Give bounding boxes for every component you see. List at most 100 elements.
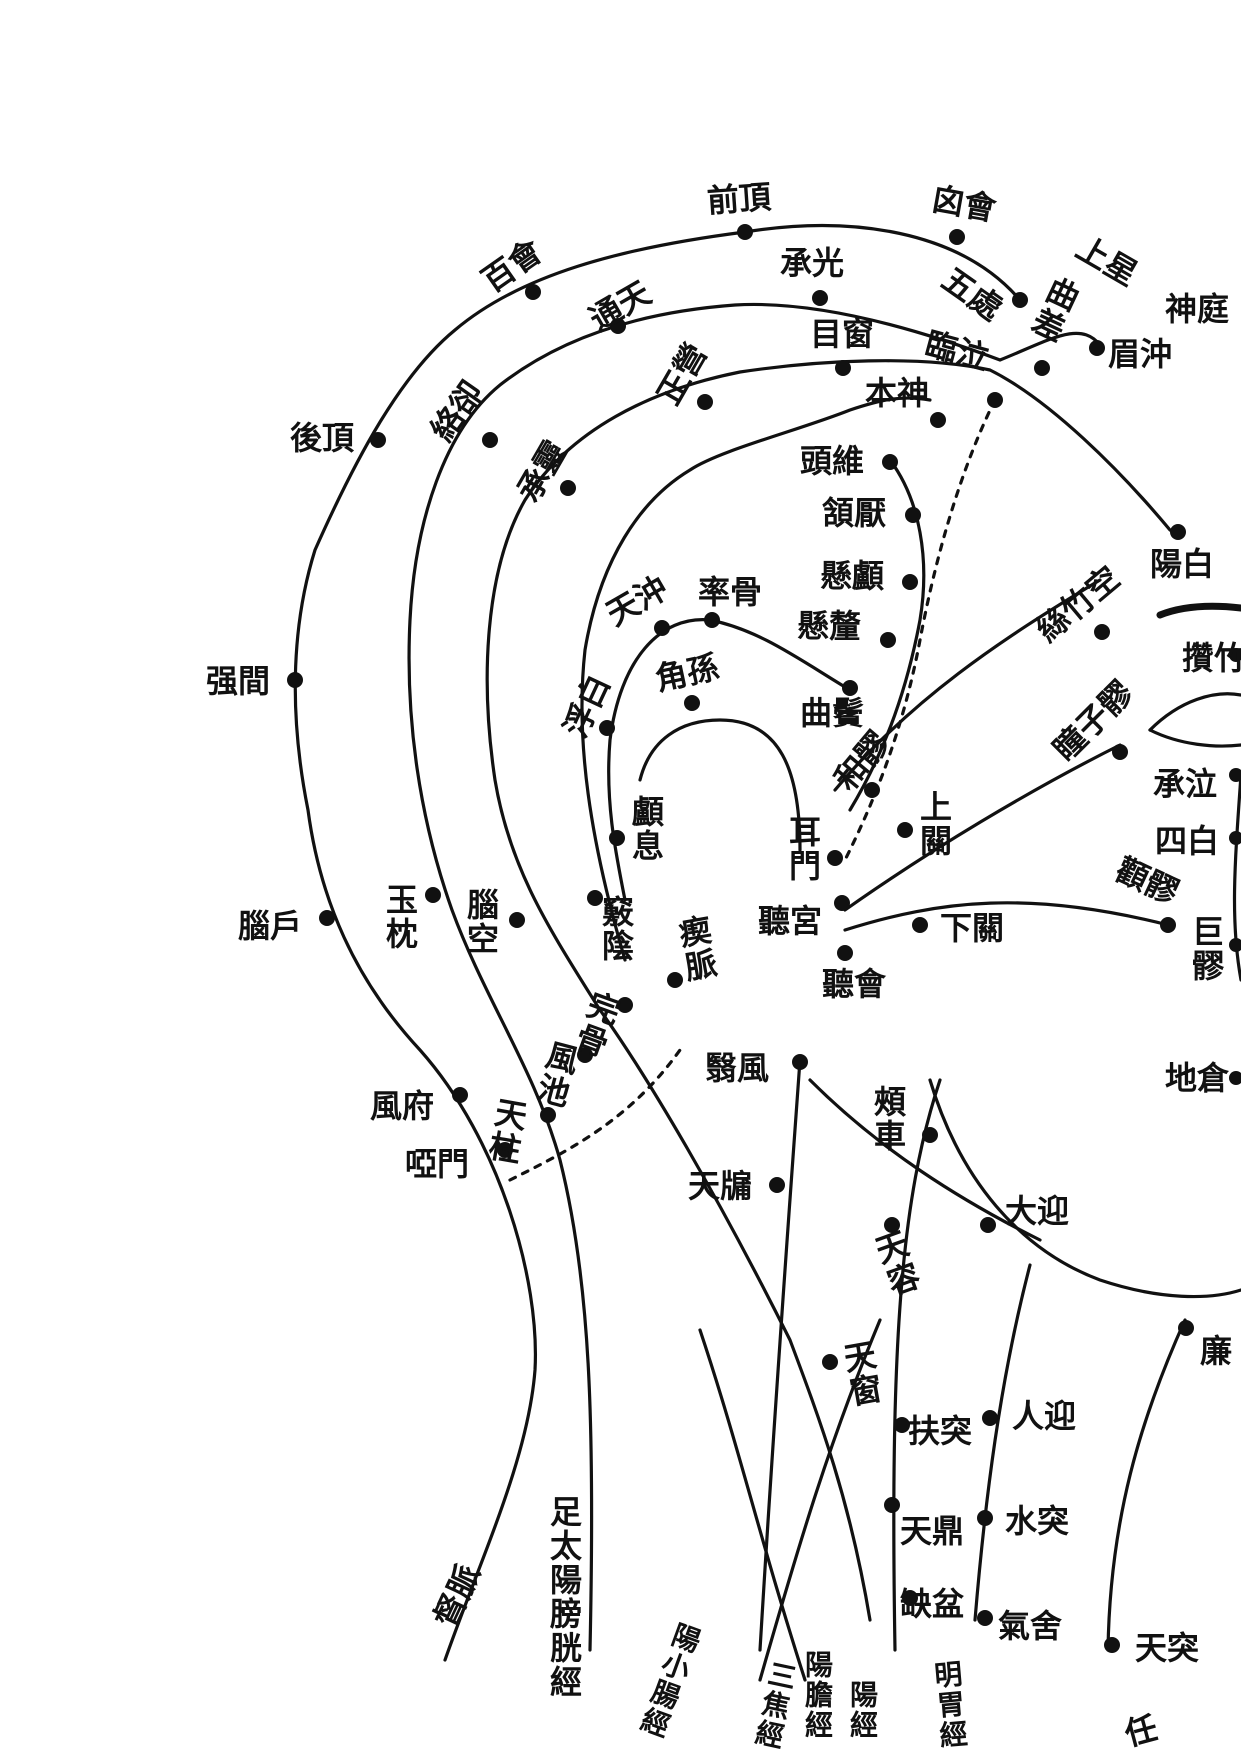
point-xuanli-dot	[880, 632, 896, 648]
bladder-outer-line	[407, 302, 1102, 1652]
point-futu-label: 扶突	[908, 1412, 973, 1450]
point-tinghui-label: 聽會	[822, 965, 887, 1003]
point-fengchi-dot	[577, 1047, 593, 1063]
point-shangguan-dot	[897, 822, 913, 838]
ren-neck-line	[1106, 1318, 1187, 1652]
point-qubin-label: 曲鬢	[800, 694, 865, 732]
point-daying-label: 大迎	[1005, 1192, 1070, 1230]
temple-line	[848, 458, 926, 812]
point-touwei-label: 頭維	[800, 442, 865, 480]
point-ermen-label: 耳門	[784, 815, 822, 883]
point-benshen-label: 本神	[865, 374, 930, 412]
point-qiangjian-dot	[287, 672, 303, 688]
point-chengling-dot	[560, 480, 576, 496]
point-qubin-dot	[842, 680, 858, 696]
point-naokong-label: 腦空	[462, 888, 500, 956]
point-benshen-dot	[987, 392, 1003, 408]
meridian-gallbladder-label: 陽膽經	[801, 1650, 834, 1740]
crossing-line-a	[698, 1328, 807, 1682]
point-linqi-dot	[930, 412, 946, 428]
point-quanliao-dot	[1160, 917, 1176, 933]
gallbladder-head-line	[485, 359, 1172, 1622]
point-tinggong-label: 聽宮	[758, 902, 823, 940]
eye-lower	[1148, 728, 1241, 748]
point-yangbai-dot	[1170, 524, 1186, 540]
crossing-line-b	[758, 1318, 882, 1682]
point-wangu-dot	[617, 997, 633, 1013]
point-chengqi-dot	[1229, 768, 1241, 782]
point-sizhukong-dot	[1094, 624, 1110, 640]
jaw-inner-line	[808, 1078, 1042, 1242]
point-lian-dot	[1178, 1320, 1194, 1336]
point-renying-label: 人迎	[1012, 1397, 1077, 1435]
point-xiaguan-dot	[912, 917, 928, 933]
point-jiache-dot	[922, 1127, 938, 1143]
point-juliao-label: 巨髎	[1187, 915, 1225, 983]
point-qishe-label: 氣舍	[998, 1607, 1063, 1645]
point-qiaoyin-dot	[587, 890, 603, 906]
small-intestine-line	[843, 901, 1170, 932]
point-heliao-dot	[864, 782, 880, 798]
meridian-bladder-label: 足太陽膀胱經	[545, 1495, 583, 1699]
point-meichong-dot	[1089, 340, 1105, 356]
point-muchuang-dot	[835, 360, 851, 376]
point-qianding-label: 前頂	[705, 177, 773, 221]
point-tianding-dot	[884, 1497, 900, 1513]
point-daying-dot	[980, 1217, 996, 1233]
point-shuitu-label: 水突	[1005, 1502, 1070, 1540]
point-xuanlu-label: 懸顱	[820, 557, 885, 595]
point-dicang-dot	[1229, 1071, 1241, 1085]
point-chengqi-label: 承泣	[1153, 765, 1218, 803]
point-xinhui-dot	[949, 229, 965, 245]
point-jiaosun-dot	[684, 695, 700, 711]
point-xuanlu-dot	[902, 574, 918, 590]
point-yuzhen-dot	[425, 887, 441, 903]
point-fubai-dot	[599, 720, 615, 736]
point-tianding-label: 天鼎	[900, 1512, 965, 1550]
point-yamen-dot	[497, 1142, 513, 1158]
sanjiao-line-1	[833, 578, 1102, 792]
meridian-stomach-label: 明胃經	[929, 1658, 970, 1752]
point-tongtian-dot	[610, 318, 626, 334]
ear-upper-curve	[638, 718, 802, 852]
point-qiangjian-label: 强間	[206, 662, 271, 700]
point-quepen-dot	[902, 1590, 918, 1606]
cheek-line	[1232, 773, 1241, 982]
point-luxi-dot	[609, 830, 625, 846]
point-qiaoyin-label: 竅陰	[597, 895, 635, 963]
point-muchuang-label: 目窗	[810, 315, 875, 353]
point-touwei-dot	[882, 454, 898, 470]
eye-outline	[1148, 692, 1241, 732]
point-hanyan-label: 頷厭	[822, 494, 887, 532]
ear-arc-line	[580, 396, 932, 962]
point-yifeng-dot	[792, 1054, 808, 1070]
point-tianrong-dot	[884, 1217, 900, 1233]
point-luoque-dot	[482, 432, 498, 448]
point-shuaigu-dot	[704, 612, 720, 628]
meridian-large-intestine-label: 陽經	[846, 1680, 879, 1740]
point-jiache-label: 頰車	[869, 1085, 907, 1153]
point-tinghui-dot	[837, 945, 853, 961]
point-shuaigu-label: 率骨	[698, 573, 763, 611]
point-tianyou-label: 天牖	[688, 1167, 753, 1205]
point-zanzhu-dot	[1229, 648, 1241, 662]
point-hanyan-dot	[905, 507, 921, 523]
point-naokong-dot	[509, 912, 525, 928]
point-tiantu-label: 天突	[1135, 1629, 1200, 1667]
point-naohu-label: 腦戶	[238, 907, 303, 945]
point-luxi-label: 顱息	[627, 795, 665, 863]
point-tongziliao-dot	[1112, 744, 1128, 760]
point-xiaguan-label: 下關	[940, 909, 1005, 947]
point-zhengying-dot	[697, 394, 713, 410]
point-chengguang-dot	[812, 290, 828, 306]
point-houding-dot	[370, 432, 386, 448]
point-chengguang-label: 承光	[780, 244, 845, 282]
point-yangbai-label: 陽白	[1150, 545, 1215, 583]
point-naohu-dot	[319, 910, 335, 926]
jaw-line	[928, 1078, 1241, 1299]
point-qucha-dot	[1034, 360, 1050, 376]
point-quepen-label: 缺盆	[900, 1585, 965, 1623]
point-sibai-label: 四白	[1155, 822, 1220, 860]
point-renying-dot	[982, 1410, 998, 1426]
